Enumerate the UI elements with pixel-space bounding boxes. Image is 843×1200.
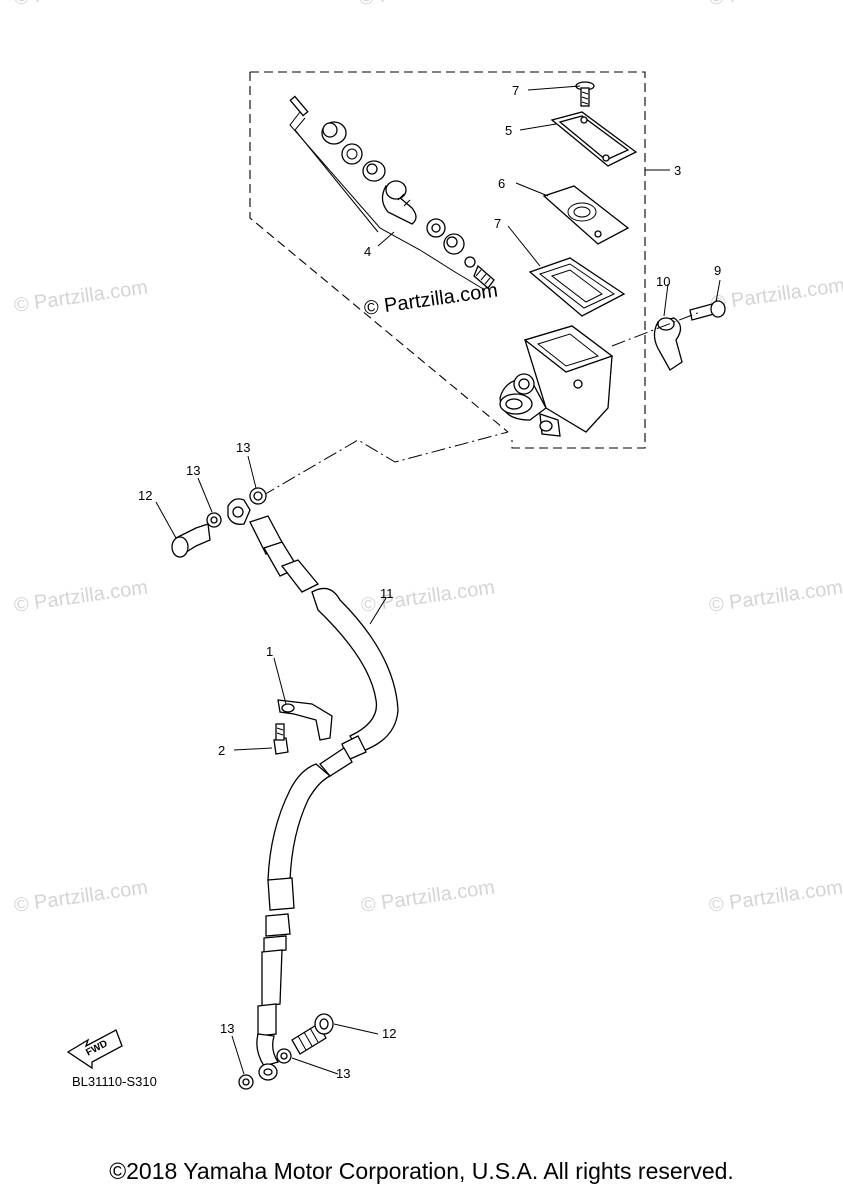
- callout-12: 12: [138, 488, 152, 503]
- watermark: © Partzilla.com: [710, 274, 843, 315]
- callout-2: 2: [218, 743, 225, 758]
- callout-13: 13: [220, 1021, 234, 1036]
- diagram-code: BL31110-S310: [72, 1074, 157, 1089]
- clamp-part-10: [653, 317, 683, 371]
- piston-assembly: [289, 95, 495, 291]
- callout-10: 10: [656, 274, 670, 289]
- diaphragm-part-7: [528, 257, 626, 317]
- callout-11: 11: [380, 586, 394, 601]
- banjo-bolt-lower: [238, 1013, 334, 1090]
- hose-guide-part-1: [277, 699, 333, 741]
- fwd-arrow-icon: FWD: [66, 1029, 123, 1070]
- callout-3: 3: [674, 163, 681, 178]
- assembly-line: [261, 431, 509, 497]
- banjo-bolt-upper: [171, 487, 267, 558]
- callout-8: 7: [512, 83, 519, 98]
- watermark: © Partzilla.com: [708, 0, 843, 10]
- watermark: © Partzilla.com: [360, 876, 497, 917]
- watermark: © Partzilla.com: [13, 0, 150, 10]
- watermark: © Partzilla.com: [13, 576, 150, 617]
- callout-6: 6: [498, 176, 505, 191]
- callout-13: 13: [186, 463, 200, 478]
- assembly-outline: [249, 71, 646, 449]
- watermark-layer: © Partzilla.com © Partzilla.com © Partzi…: [13, 0, 843, 917]
- callout-5: 5: [505, 123, 512, 138]
- callout-4: 4: [364, 244, 371, 259]
- bolt-part-9: [689, 300, 726, 321]
- callout-1: 1: [266, 644, 273, 659]
- callout-7: 7: [494, 216, 501, 231]
- copyright-text: ©2018 Yamaha Motor Corporation, U.S.A. A…: [109, 1158, 734, 1184]
- watermark: © Partzilla.com: [13, 276, 150, 317]
- brake-hose-part-11: [249, 515, 399, 1081]
- callout-12: 12: [382, 1026, 396, 1041]
- master-cylinder-body: [499, 325, 614, 437]
- watermark: © Partzilla.com: [708, 876, 843, 917]
- bolt-part-2: [273, 723, 289, 755]
- diaphragm-plate-part-6: [542, 185, 630, 245]
- watermark: © Partzilla.com: [708, 576, 843, 617]
- callout-13: 13: [236, 440, 250, 455]
- callout-9: 9: [714, 263, 721, 278]
- center-watermark: © Partzilla.com: [363, 279, 500, 320]
- leader-lines: [155, 85, 721, 1075]
- assembly-line: [611, 311, 701, 347]
- watermark: © Partzilla.com: [358, 0, 495, 10]
- watermark: © Partzilla.com: [13, 876, 150, 917]
- callout-13: 13: [336, 1066, 350, 1081]
